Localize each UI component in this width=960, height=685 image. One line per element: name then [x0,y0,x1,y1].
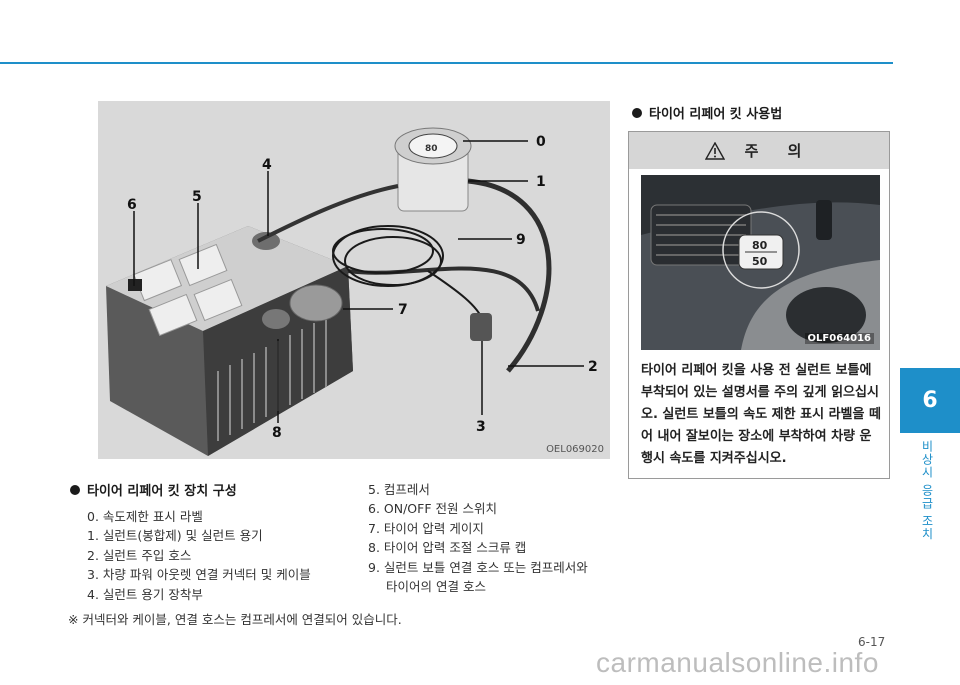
caution-title: 주 의 [744,142,814,160]
photo-code: OLF064016 [804,333,874,344]
svg-text:80: 80 [425,144,438,154]
power-connector [470,313,492,341]
figure-code: OEL069020 [546,444,604,455]
page-number: 6-17 [858,635,886,649]
components-heading: 타이어 리페어 킷 장치 구성 [70,480,237,499]
list-item: 0. 속도제한 표시 라벨 [87,509,203,524]
list-item: 4. 실런트 용기 장착부 [87,586,203,602]
power-switch [128,279,142,291]
top-rule [0,62,893,64]
list-item: 1. 실런트(봉합제) 및 실런트 용기 [87,528,263,544]
callout-5: 5 [192,189,202,205]
list-item: 3. 차량 파워 아웃렛 연결 커넥터 및 케이블 [87,567,311,583]
speed-label-bottom: 50 [752,255,768,268]
list-item: 9. 실런트 보틀 연결 호스 또는 컴프레서와 [368,559,588,575]
list-item: 5. 컴프레서 [368,482,430,497]
sealant-injection-hose [467,178,552,373]
list-item: 6. ON/OFF 전원 스위치 [368,501,497,517]
bullet-icon [70,484,80,495]
caution-header: 주 의 [629,132,889,169]
pressure-gauge [289,284,343,322]
usage-heading: 타이어 리페어 킷 사용법 [632,103,782,122]
bullet-icon [632,107,642,118]
callout-7: 7 [398,302,408,318]
watermark-text: carmanualsonline.info [596,647,879,678]
list-item: 7. 타이어 압력 게이지 [368,520,484,536]
callout-4: 4 [262,157,272,173]
chapter-number: 6 [922,388,938,413]
list-item: 8. 타이어 압력 조절 스크류 캡 [368,540,527,556]
callout-9: 9 [516,232,526,248]
sealant-mount [252,232,280,250]
list-item: 타이어의 연결 호스 [386,579,486,595]
pressure-screw-cap [262,309,290,329]
power-cable [332,225,484,322]
components-heading-text: 타이어 리페어 킷 장치 구성 [87,484,237,499]
callout-0: 0 [536,134,546,150]
caution-box: 주 의 80 50 OLF064016 타이어 리페어 킷을 사용 전 실런트 … [628,131,890,479]
callout-2: 2 [588,359,598,375]
dashboard-illustration: 80 50 [641,175,880,350]
warning-icon [704,141,725,160]
callout-1: 1 [536,174,546,190]
repair-kit-figure: 80 6 5 4 8 [98,101,610,459]
chapter-label: 비상시 응급 조치 [920,440,934,541]
callout-8: 8 [272,425,282,441]
list-item: 2. 실런트 주입 호스 [87,547,192,563]
tire-connection-hose [347,266,540,312]
caution-text: 타이어 리페어 킷을 사용 전 실런트 보틀에 부착되어 있는 설명서를 주의 … [641,363,881,466]
bottle-hose [257,184,399,243]
components-list-right: 5. 컴프레서 6. ON/OFF 전원 스위치 7. 타이어 압력 게이지 8… [368,480,588,596]
compressor-vents [217,317,327,441]
dashboard-photo: 80 50 OLF064016 [641,175,880,350]
components-list-left: 0. 속도제한 표시 라벨 1. 실런트(봉합제) 및 실런트 용기 2. 실런… [87,507,311,604]
callout-6: 6 [127,197,137,213]
chapter-tab: 6 [900,368,960,433]
speed-label-top: 80 [752,239,768,252]
usage-heading-text: 타이어 리페어 킷 사용법 [649,107,783,122]
callout-3: 3 [476,419,486,435]
footnote: ※ 커넥터와 케이블, 연결 호스는 컴프레서에 연결되어 있습니다. [68,612,402,627]
repair-kit-illustration: 80 6 5 4 8 [106,127,598,456]
